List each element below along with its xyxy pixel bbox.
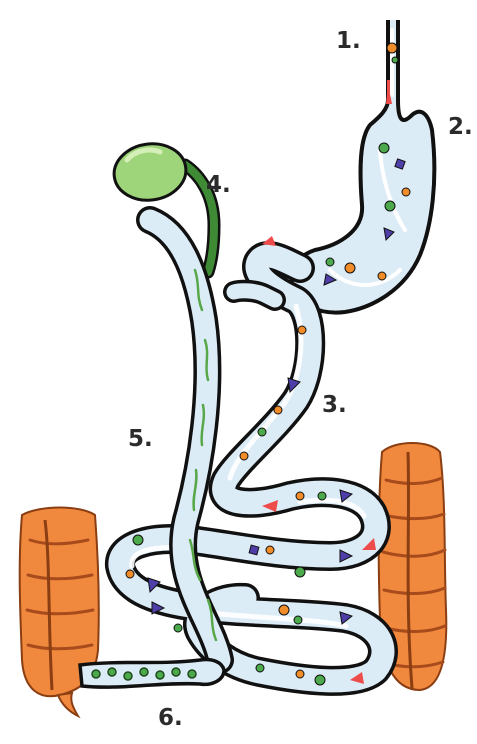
label-bile-duct: 5. — [128, 426, 153, 452]
label-gallbladder: 4. — [206, 172, 231, 198]
colon-connector — [80, 659, 224, 687]
label-small-intestine: 3. — [322, 392, 347, 418]
label-large-intestine: 6. — [158, 705, 183, 731]
label-stomach: 2. — [448, 114, 473, 140]
label-mouth: 1. — [336, 28, 361, 54]
